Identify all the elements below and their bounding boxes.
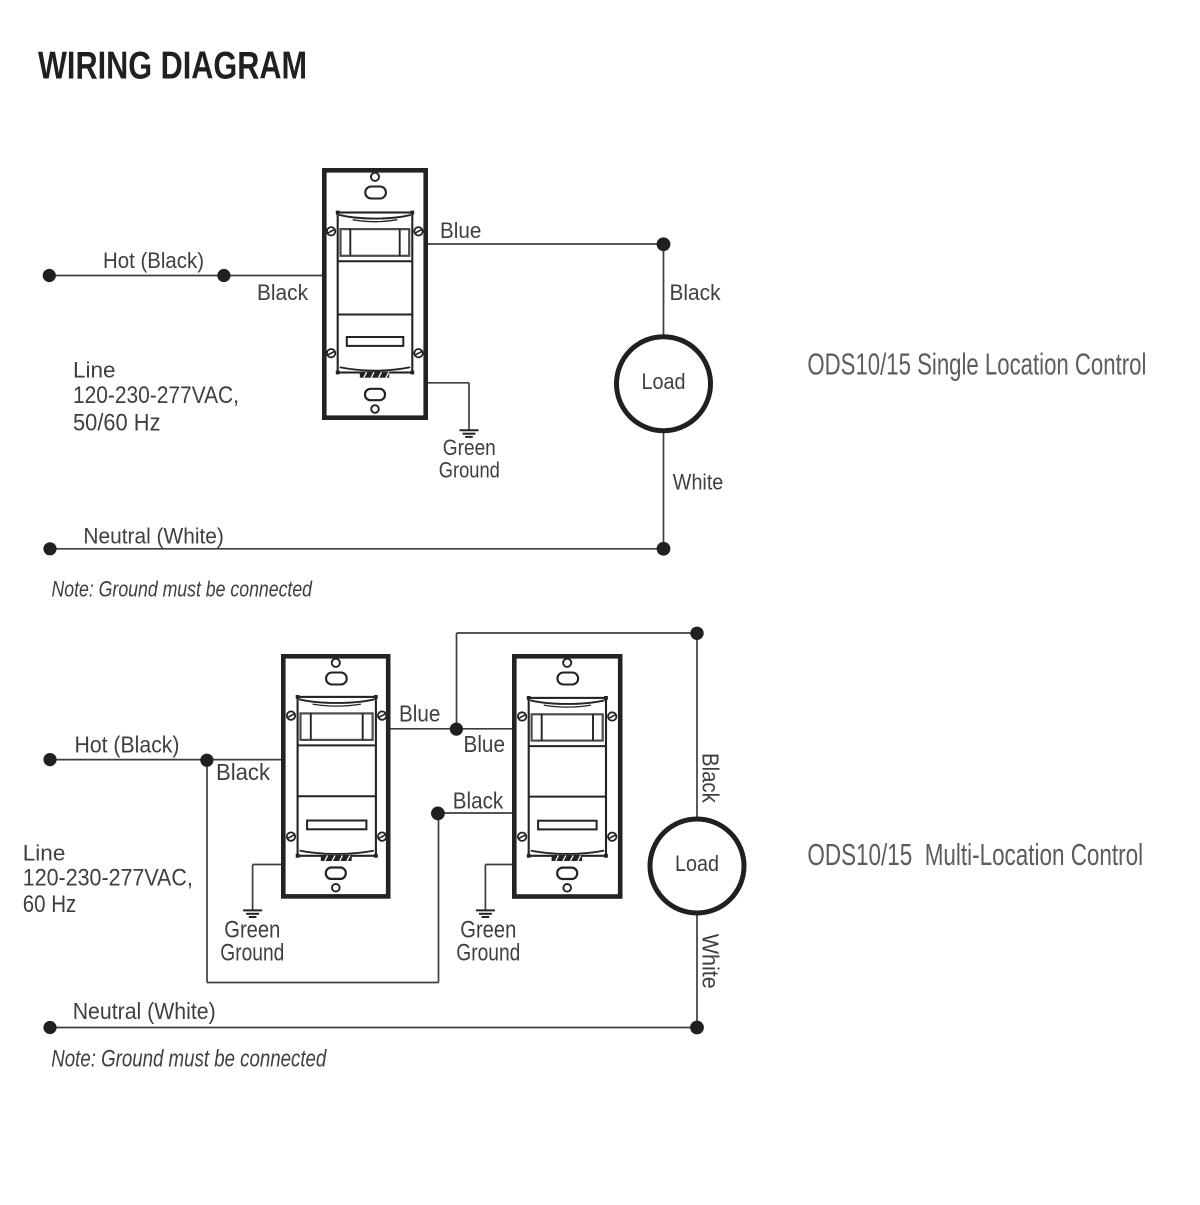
svg-text:Ground: Ground <box>439 458 500 483</box>
svg-text:Blue: Blue <box>440 218 481 243</box>
svg-text:Green: Green <box>460 917 516 944</box>
svg-text:WIRING DIAGRAM: WIRING DIAGRAM <box>38 45 307 88</box>
svg-text:60 Hz: 60 Hz <box>23 891 77 918</box>
svg-text:Line: Line <box>23 841 66 866</box>
svg-text:Ground: Ground <box>220 940 284 967</box>
svg-text:120-230-277VAC,: 120-230-277VAC, <box>73 382 239 409</box>
svg-text:ODS10/15 Multi-Location Contr: ODS10/15 Multi-Location Control <box>807 838 1143 872</box>
svg-text:White: White <box>673 469 724 494</box>
svg-text:Black: Black <box>453 787 504 813</box>
svg-text:Ground: Ground <box>456 940 520 967</box>
svg-text:50/60 Hz: 50/60 Hz <box>73 409 161 436</box>
svg-text:Hot (Black): Hot (Black) <box>103 248 204 273</box>
svg-text:Green: Green <box>443 435 496 460</box>
svg-text:Load: Load <box>642 369 686 394</box>
svg-text:Neutral (White): Neutral (White) <box>73 998 216 1024</box>
svg-text:ODS10/15 Single Location Contr: ODS10/15 Single Location Control <box>807 348 1146 382</box>
svg-text:Blue: Blue <box>399 701 440 727</box>
svg-text:Black: Black <box>216 759 270 785</box>
svg-text:Black: Black <box>257 280 309 305</box>
svg-text:Green: Green <box>224 917 280 944</box>
svg-text:120-230-277VAC,: 120-230-277VAC, <box>23 865 193 892</box>
svg-text:Note: Ground must be connected: Note: Ground must be connected <box>52 577 314 602</box>
svg-text:Hot (Black): Hot (Black) <box>75 731 180 757</box>
svg-text:Black: Black <box>698 753 724 803</box>
svg-text:Blue: Blue <box>464 731 506 757</box>
svg-text:Note: Ground must be connected: Note: Ground must be connected <box>51 1046 327 1072</box>
svg-text:Black: Black <box>670 280 722 305</box>
svg-text:Load: Load <box>675 851 719 876</box>
svg-text:Neutral (White): Neutral (White) <box>83 523 224 548</box>
svg-text:Line: Line <box>73 357 116 382</box>
svg-text:White: White <box>697 934 723 989</box>
